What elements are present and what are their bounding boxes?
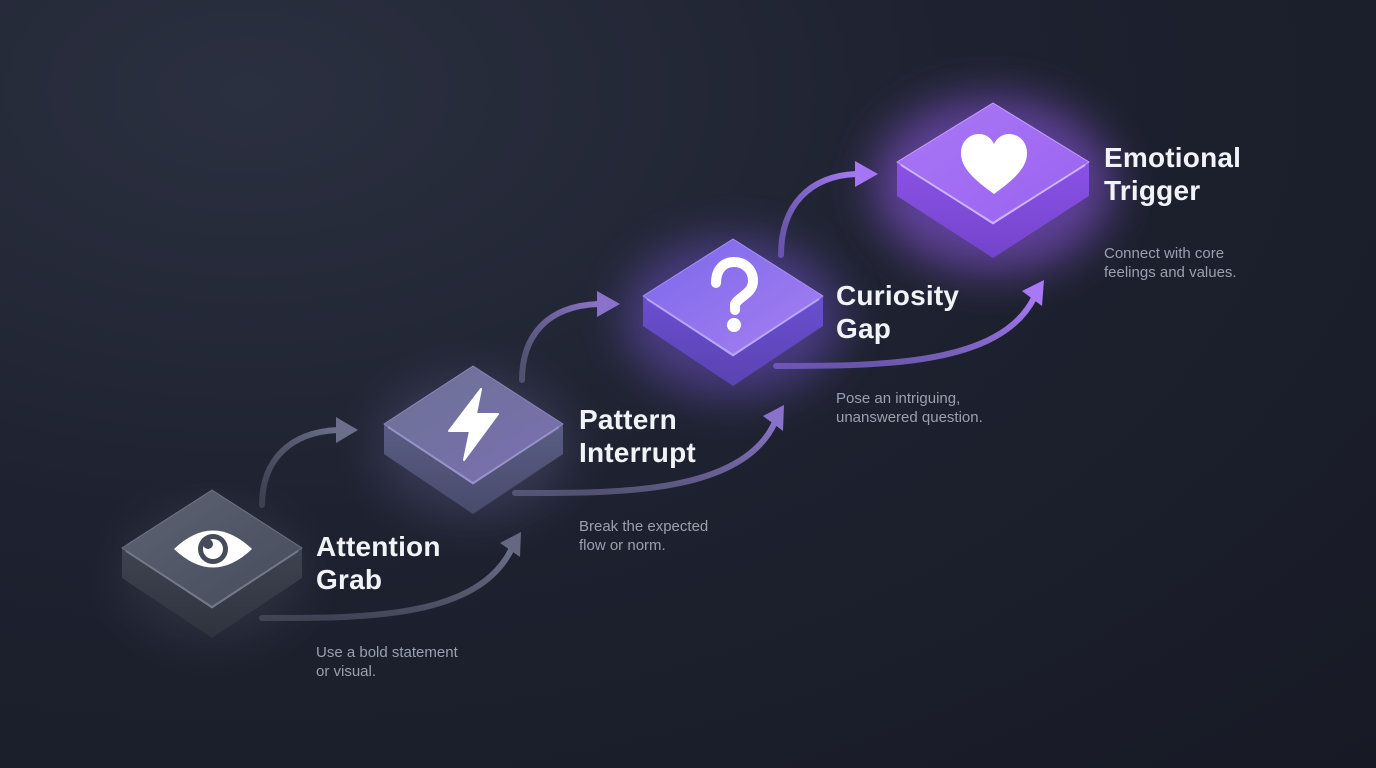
step-desc-line: feelings and values. <box>1104 264 1237 281</box>
step-desc-attention-grab: Use a bold statement or visual. <box>316 643 458 681</box>
step-desc-line: or visual. <box>316 663 377 680</box>
step-title-attention-grab: Attention Grab <box>316 530 441 596</box>
step-title-curiosity-gap: Curiosity Gap <box>836 279 959 345</box>
arrow-upper-2 <box>519 291 620 383</box>
step-title-line: Grab <box>316 564 383 595</box>
step-title-line: Emotional <box>1104 142 1242 173</box>
eye-icon <box>174 530 252 568</box>
arrow-lower-1 <box>259 532 521 622</box>
step-desc-emotional-trigger: Connect with core feelings and values. <box>1104 244 1237 282</box>
heart-icon <box>961 134 1027 194</box>
step-title-line: Pattern <box>579 404 677 435</box>
step-tile-attention-grab <box>117 489 307 645</box>
step-desc-line: Pose an intriguing, <box>836 390 961 407</box>
arrow-upper-1 <box>259 417 358 508</box>
step-desc-line: flow or norm. <box>579 537 666 554</box>
step-desc-line: Connect with core <box>1104 245 1225 262</box>
step-desc-curiosity-gap: Pose an intriguing, unanswered question. <box>836 389 983 427</box>
question-mark-icon <box>711 257 758 332</box>
step-desc-line: Break the expected <box>579 518 709 535</box>
step-desc-pattern-interrupt: Break the expected flow or norm. <box>579 517 708 555</box>
step-title-line: Curiosity <box>836 280 960 311</box>
step-tile-curiosity-gap <box>623 238 843 398</box>
lightning-icon <box>448 388 499 461</box>
arrow-upper-3 <box>778 161 878 258</box>
step-tile-pattern-interrupt <box>375 365 571 520</box>
step-title-line: Interrupt <box>579 437 696 468</box>
step-title-line: Gap <box>836 313 892 344</box>
step-title-emotional-trigger: Emotional Trigger <box>1104 141 1241 207</box>
step-title-line: Attention <box>316 531 441 562</box>
step-tile-emotional-trigger <box>873 97 1113 273</box>
step-title-line: Trigger <box>1104 175 1201 206</box>
arrow-lower-2 <box>512 405 784 497</box>
step-desc-line: Use a bold statement <box>316 644 458 661</box>
step-title-pattern-interrupt: Pattern Interrupt <box>579 403 696 469</box>
step-desc-line: unanswered question. <box>836 409 983 426</box>
